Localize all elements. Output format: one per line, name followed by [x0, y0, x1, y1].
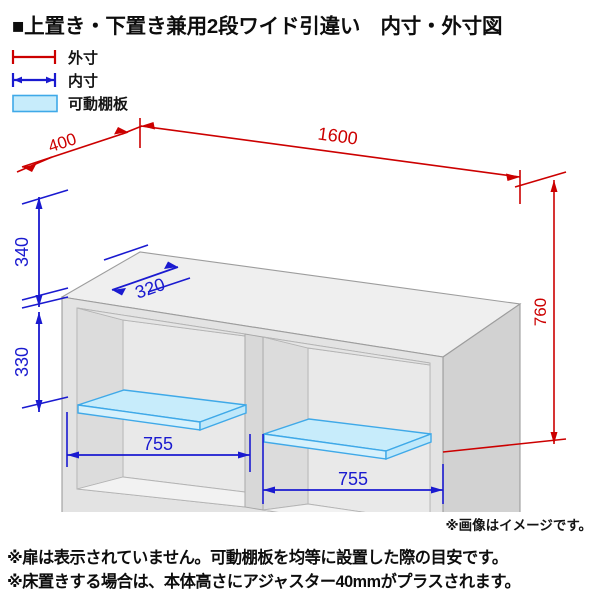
legend: 外寸 内寸 可動棚板	[10, 46, 260, 115]
dimension-label-1600: 1600	[317, 123, 359, 148]
dimension-label-400: 400	[46, 129, 79, 156]
center-divider	[244, 333, 264, 511]
dimension-label-755-left: 755	[143, 434, 173, 454]
dimension-label-760: 760	[531, 298, 550, 326]
image-disclaimer-note: ※画像はイメージです。	[445, 518, 592, 533]
page-title: ■上置き・下置き兼用2段ワイド引違い 内寸・外寸図	[12, 15, 503, 38]
drawing-svg: 400 1600 760	[12, 118, 567, 565]
right-shelf-right-edge	[385, 432, 432, 461]
movable-shelf-right	[263, 418, 432, 461]
movable-shelf-left	[77, 389, 247, 432]
dimension-lower-height-330: 330	[12, 296, 69, 412]
dimension-label-755-right: 755	[338, 469, 368, 489]
dimension-upper-height-340: 340	[12, 189, 69, 307]
footnotes: ※扉は表示されていません。可動棚板を均等に設置した際の目安です。 ※床置きする場…	[7, 546, 599, 594]
footnote-line-2: ※床置きする場合は、本体高さにアジャスター40mmがプラスされます。	[7, 573, 521, 591]
dimension-right-width-755: 755	[262, 434, 444, 504]
legend-item-movable-shelf: 可動棚板	[10, 92, 260, 115]
legend-item-outer-dimension: 外寸	[10, 46, 260, 69]
cabinet-body	[60, 251, 522, 565]
movable-shelf-swatch-icon	[10, 92, 62, 115]
legend-label-outer: 外寸	[68, 50, 99, 67]
dimension-label-340: 340	[12, 237, 32, 267]
footnote-line-1: ※扉は表示されていません。可動棚板を均等に設置した際の目安です。	[7, 549, 508, 567]
left-shelf-right-edge	[199, 403, 247, 432]
dimension-height-760: 760	[442, 171, 567, 453]
legend-label-inner: 内寸	[68, 73, 99, 90]
inner-dimension-arrow-icon	[10, 69, 62, 92]
cabinet-isometric-drawing: 400 1600 760	[0, 112, 600, 565]
dimension-shelf-depth-320: 320	[103, 244, 191, 303]
outer-dimension-line-icon	[10, 46, 62, 69]
legend-item-inner-dimension: 内寸	[10, 69, 260, 92]
dimension-width-1600: 1600	[139, 118, 521, 204]
dimension-label-330: 330	[12, 347, 32, 377]
dimension-depth-400: 400	[16, 125, 143, 173]
dimension-left-width-755: 755	[66, 412, 251, 472]
legend-label-shelf: 可動棚板	[68, 96, 129, 113]
right-interior-top-wall	[262, 336, 431, 366]
